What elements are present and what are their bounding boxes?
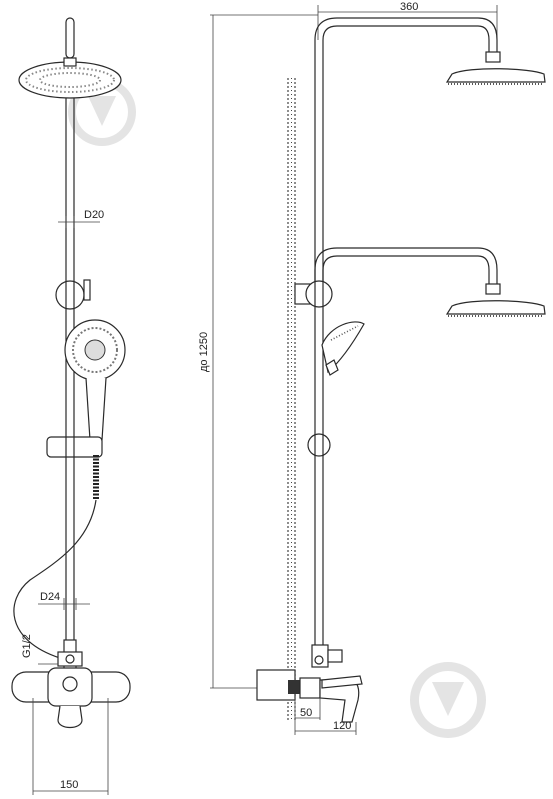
riser-top-cap [65, 17, 75, 59]
side-view: до 1250 360 [198, 1, 546, 735]
hand-shower-front [64, 319, 126, 441]
offset-50-label: 50 [300, 707, 312, 719]
shower-hose [13, 455, 99, 659]
reach-360-label: 360 [400, 1, 418, 13]
upper-bracket [55, 279, 91, 310]
wall-hatch [287, 78, 296, 720]
mixer-front [11, 667, 131, 729]
hand-shower-side [321, 321, 365, 376]
upper-rain-head-side [445, 51, 546, 85]
reach-360-dimension: 360 [317, 1, 498, 40]
upper-arm [314, 17, 498, 52]
height-dimension: до 1250 [198, 14, 318, 689]
d24-label: D24 [40, 591, 60, 603]
mixer-side [256, 669, 363, 723]
spout-120-label: 120 [333, 720, 351, 732]
hose-connector [57, 651, 83, 667]
d24-dimension: D24 [38, 591, 90, 610]
width-150-dimension: 150 [32, 698, 109, 795]
wall-bracket-side [294, 280, 333, 308]
d20-label: D20 [84, 209, 104, 221]
watermark-logo-bottom [410, 662, 486, 738]
lower-rain-head-side [445, 283, 546, 317]
rain-shower-head [18, 57, 122, 99]
lower-arm [314, 247, 498, 284]
slider-holder [46, 436, 103, 458]
offset-dimensions: 50 120 [294, 698, 357, 735]
lower-connector-side [311, 644, 343, 668]
height-label: до 1250 [198, 332, 210, 372]
width-150-label: 150 [60, 779, 78, 791]
front-view: D20 [11, 17, 131, 795]
g12-dimension: G1/2 [21, 634, 58, 665]
slider-knob-side [307, 433, 331, 457]
g12-label: G1/2 [21, 634, 33, 658]
d20-dimension: D20 [58, 209, 104, 228]
